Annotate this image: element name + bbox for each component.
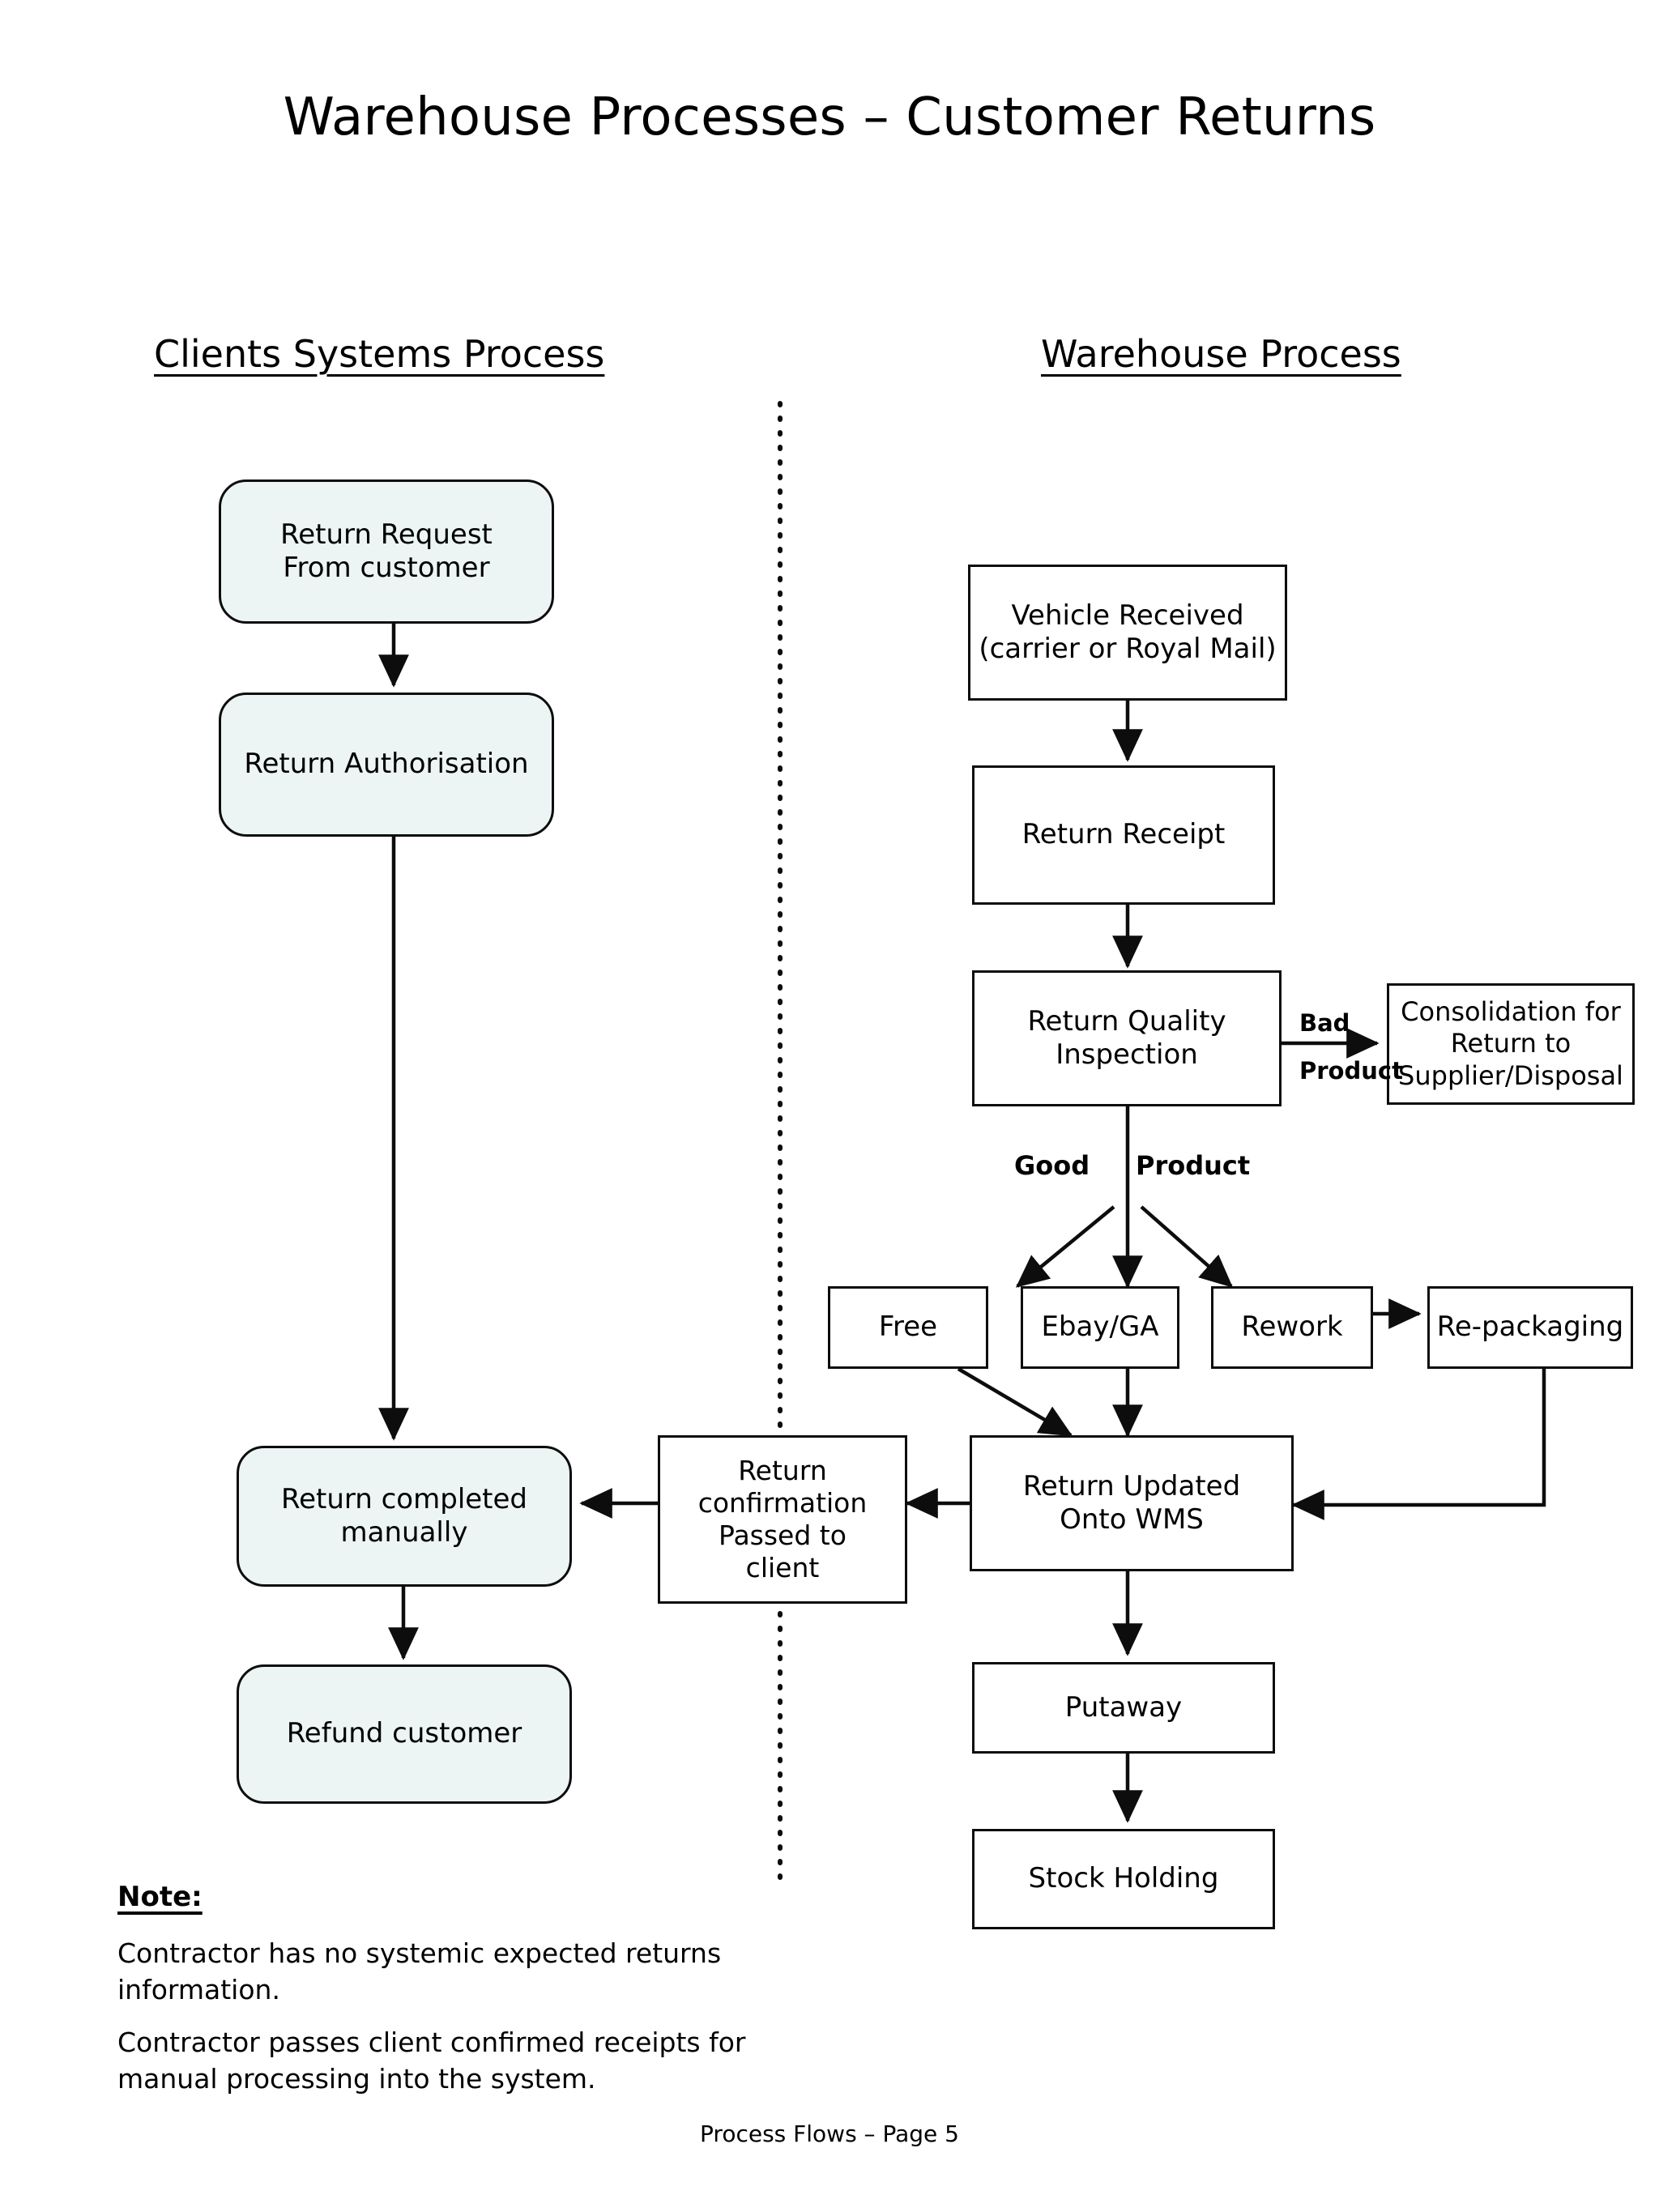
- node-label: Rework: [1241, 1311, 1343, 1344]
- node-label: Return confirmation Passed to client: [697, 1454, 868, 1584]
- edge-label-bad: Bad: [1299, 1009, 1350, 1037]
- node-rework[interactable]: Rework: [1211, 1286, 1373, 1369]
- page-footer: Process Flows – Page 5: [700, 2120, 959, 2147]
- page-title: Warehouse Processes – Customer Returns: [283, 87, 1376, 147]
- node-label: Return Quality Inspection: [1027, 1004, 1226, 1071]
- node-return-quality-inspection[interactable]: Return Quality Inspection: [972, 970, 1282, 1106]
- node-return-updated-onto-wms[interactable]: Return Updated Onto WMS: [970, 1435, 1294, 1571]
- node-label: Stock Holding: [1028, 1862, 1219, 1895]
- node-label: Consolidation for Return to Supplier/Dis…: [1398, 996, 1623, 1091]
- note-paragraph-2: Contractor passes client confirmed recei…: [117, 2027, 746, 2095]
- node-return-confirmation-passed-to-client[interactable]: Return confirmation Passed to client: [658, 1435, 907, 1604]
- node-label: Refund customer: [286, 1717, 522, 1750]
- edge-label-product-right: Product: [1299, 1057, 1403, 1085]
- node-label: Return Updated Onto WMS: [1022, 1469, 1241, 1536]
- node-label: Ebay/GA: [1041, 1311, 1159, 1344]
- node-label: Free: [878, 1311, 938, 1344]
- node-label: Return Request From customer: [280, 518, 493, 584]
- edge-label-product-down: Product: [1136, 1150, 1251, 1181]
- node-label: Re-packaging: [1436, 1311, 1624, 1344]
- node-label: Putaway: [1064, 1690, 1183, 1724]
- edge-label-good: Good: [1014, 1150, 1090, 1181]
- node-label: Return completed manually: [280, 1482, 528, 1549]
- node-ebay-ga[interactable]: Ebay/GA: [1021, 1286, 1179, 1369]
- node-vehicle-received[interactable]: Vehicle Received (carrier or Royal Mail): [968, 565, 1287, 701]
- node-stock-holding[interactable]: Stock Holding: [972, 1829, 1275, 1929]
- note-heading: Note:: [117, 1881, 203, 1913]
- node-free[interactable]: Free: [828, 1286, 988, 1369]
- node-return-authorisation[interactable]: Return Authorisation: [219, 693, 554, 837]
- node-label: Vehicle Received (carrier or Royal Mail): [979, 599, 1277, 665]
- note-paragraph-1: Contractor has no systemic expected retu…: [117, 1937, 722, 2005]
- column-header-warehouse-process: Warehouse Process: [1041, 332, 1401, 376]
- node-label: Return Authorisation: [244, 748, 529, 781]
- node-refund-customer[interactable]: Refund customer: [237, 1664, 572, 1804]
- node-consolidation-return-supplier[interactable]: Consolidation for Return to Supplier/Dis…: [1387, 983, 1635, 1105]
- node-putaway[interactable]: Putaway: [972, 1662, 1275, 1754]
- node-re-packaging[interactable]: Re-packaging: [1427, 1286, 1633, 1369]
- column-header-clients-systems-process: Clients Systems Process: [154, 332, 605, 376]
- node-return-completed-manually[interactable]: Return completed manually: [237, 1446, 572, 1587]
- node-label: Return Receipt: [1021, 818, 1226, 851]
- node-return-receipt[interactable]: Return Receipt: [972, 765, 1275, 905]
- node-return-request[interactable]: Return Request From customer: [219, 479, 554, 624]
